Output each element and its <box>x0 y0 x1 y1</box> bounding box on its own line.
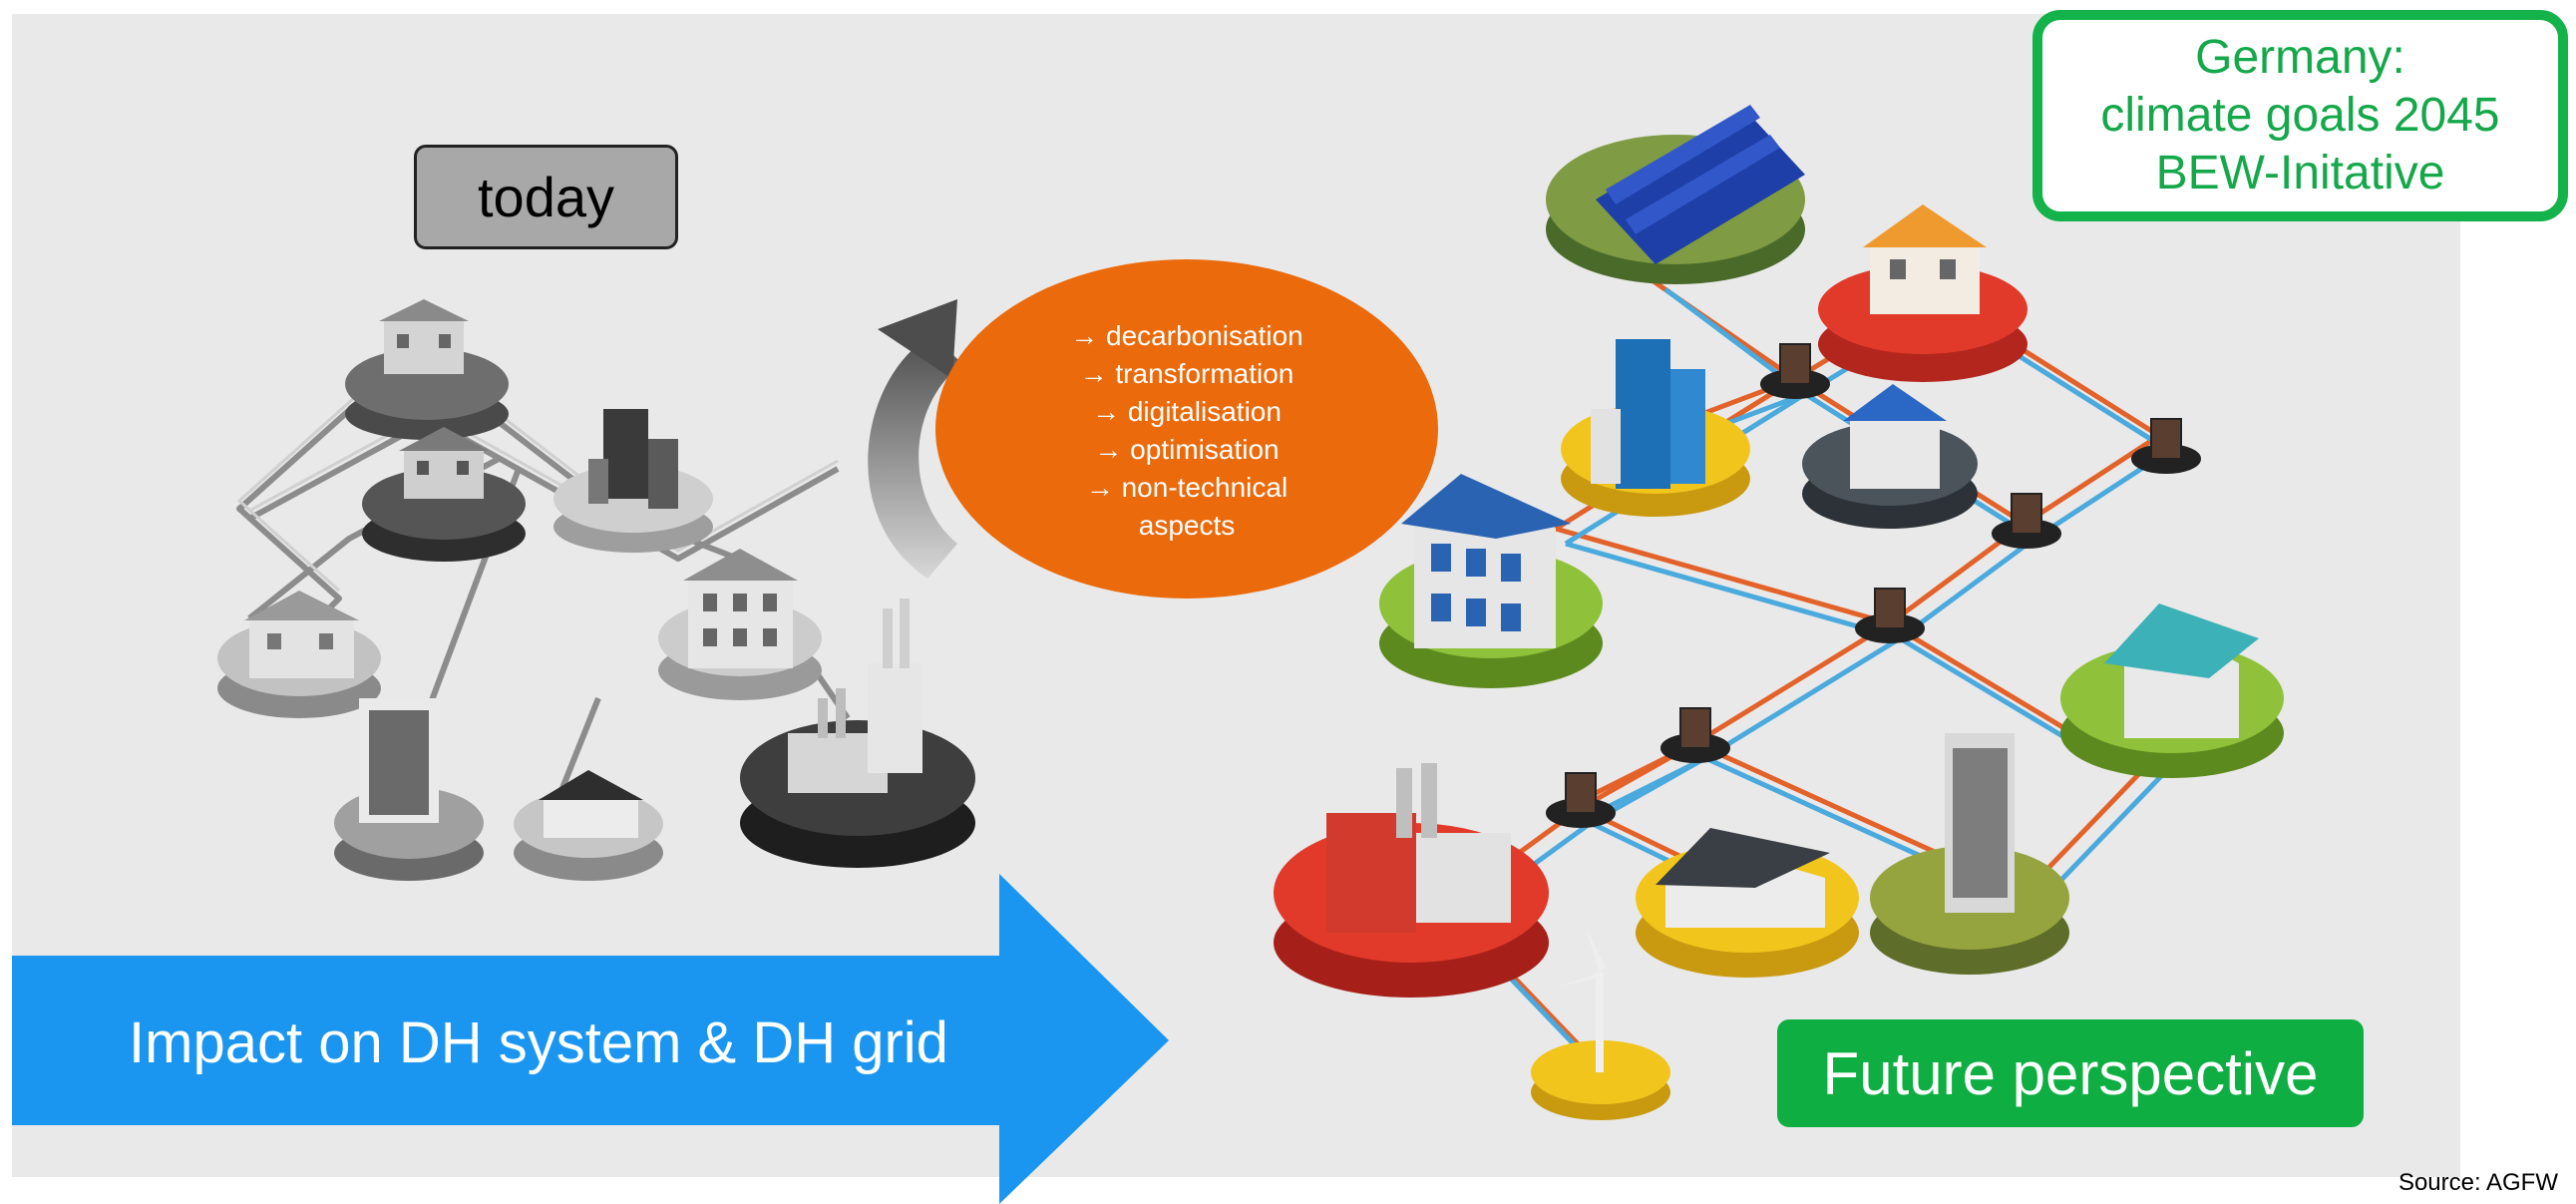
change-drivers-ellipse <box>935 259 1438 599</box>
future-house-dark <box>1802 384 1978 529</box>
today-house-left <box>217 591 381 718</box>
future-blue-tower <box>1561 339 1750 517</box>
today-power-plant <box>740 599 975 868</box>
transition-curl-arrow <box>868 299 962 579</box>
future-tall-tower <box>1870 733 2069 975</box>
driver-transformation: → transformation <box>1079 358 1294 389</box>
driver-aspects: aspects <box>1138 510 1236 541</box>
today-house-bottom <box>514 770 663 881</box>
climate-goals-box: Germany: climate goals 2045 BEW-Initativ… <box>2032 10 2568 221</box>
change-drivers-list: → decarbonisation → transformation → dig… <box>987 317 1386 545</box>
goal-line-target: climate goals 2045 <box>2100 89 2500 142</box>
today-house-right <box>658 549 822 700</box>
goal-line-initiative: BEW-Initative <box>2155 147 2445 200</box>
impact-label: Impact on DH system & DH grid <box>129 1009 948 1075</box>
future-house-orange-roof <box>1818 204 2027 382</box>
today-tower <box>553 409 713 553</box>
driver-digitalisation: → digitalisation <box>1092 396 1282 427</box>
source-credit: Source: AGFW <box>2397 1169 2558 1196</box>
driver-optimisation: → optimisation <box>1094 434 1280 465</box>
today-label: today <box>414 145 678 249</box>
future-house-yellow <box>1636 828 1859 978</box>
future-factory <box>1274 763 1549 998</box>
future-house-large <box>1379 474 1603 688</box>
future-wind-turbine <box>1531 928 1670 1120</box>
impact-arrow <box>12 874 1169 1204</box>
today-house-mid <box>362 427 526 562</box>
future-perspective-label: Future perspective <box>1777 1019 2364 1127</box>
today-apartment <box>334 698 484 881</box>
driver-non-technical: → non-technical <box>1085 472 1288 503</box>
solar-farm <box>1546 105 1805 284</box>
future-house-teal <box>2060 603 2284 778</box>
today-house-top <box>345 299 509 440</box>
driver-decarbonisation: → decarbonisation <box>1070 320 1303 351</box>
goal-line-country: Germany: <box>2195 31 2405 84</box>
heat-storage-units <box>1546 343 2201 828</box>
future-network <box>1274 105 2284 1120</box>
today-network <box>217 299 975 881</box>
